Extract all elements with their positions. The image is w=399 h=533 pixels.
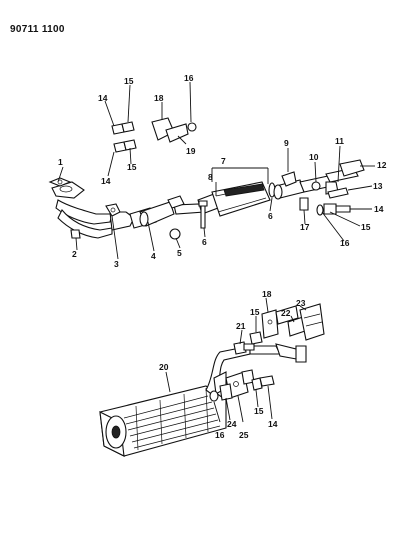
- callout-25: 25: [239, 430, 249, 440]
- bracket-24: [219, 383, 233, 401]
- callout-22: 22: [281, 308, 291, 318]
- bolt-13: [327, 187, 349, 199]
- catalytic-converter-7: [197, 181, 271, 217]
- grommet-15-rear-upper: [249, 331, 263, 345]
- callout-21: 21: [236, 321, 246, 331]
- callout-6-left: 6: [202, 237, 207, 247]
- bolt-21: [233, 341, 255, 355]
- bracket-3: [105, 203, 121, 217]
- callout-15-right: 15: [361, 222, 371, 232]
- callout-11: 11: [335, 136, 344, 146]
- washer-16-rear: [209, 390, 219, 402]
- callout-13: 13: [373, 181, 383, 191]
- bracket-12: [339, 159, 365, 177]
- callout-1: 1: [58, 157, 63, 167]
- callout-15-lower: 15: [127, 162, 137, 172]
- callout-5: 5: [177, 248, 182, 258]
- callout-16-upper: 16: [184, 73, 194, 83]
- front-exhaust-pipe: [51, 181, 157, 239]
- callout-17: 17: [300, 222, 310, 232]
- callout-4: 4: [151, 251, 156, 261]
- washer-16-right: [316, 204, 324, 216]
- grommet-15-right: [323, 203, 337, 215]
- upper-assembly: [48, 117, 365, 240]
- callout-19: 19: [186, 146, 196, 156]
- grommet-15-rear-lower: [251, 377, 263, 391]
- washer-16-upper: [187, 122, 197, 132]
- leader-lines-lower: [165, 297, 307, 423]
- tail-pipe: [205, 343, 307, 397]
- grommet-15-lower: [123, 139, 137, 151]
- callout-9: 9: [284, 138, 289, 148]
- callout-15-upper: 15: [124, 76, 134, 86]
- callout-2: 2: [72, 249, 77, 259]
- callout-15-rear-upper: 15: [250, 307, 260, 317]
- callout-8: 8: [208, 172, 213, 182]
- callout-24: 24: [227, 419, 237, 429]
- callout-14-rear: 14: [268, 419, 278, 429]
- gasket-1: [48, 177, 72, 187]
- hanger-9: [281, 171, 297, 187]
- callout-7: 7: [221, 156, 226, 166]
- callout-14-right: 14: [374, 204, 384, 214]
- callout-15-rear-lower: 15: [254, 406, 264, 416]
- grommet-5: [169, 228, 181, 240]
- bolt-17: [299, 197, 309, 211]
- lower-assembly: [99, 303, 325, 457]
- callout-23: 23: [296, 298, 306, 308]
- rear-hanger-18: [261, 305, 299, 339]
- center-pipe-4: [139, 201, 205, 227]
- muffler-20: [99, 385, 227, 457]
- callout-18-rear: 18: [262, 289, 272, 299]
- callout-3: 3: [114, 259, 119, 269]
- callout-14-lower: 14: [101, 176, 111, 186]
- bolt-8: [198, 200, 208, 229]
- bolt-14-right: [335, 205, 351, 213]
- bracket-23: [299, 303, 325, 341]
- callout-12: 12: [377, 160, 387, 170]
- callout-16-right: 16: [340, 238, 350, 248]
- callout-10: 10: [309, 152, 319, 162]
- callout-20: 20: [159, 362, 169, 372]
- bracket-19: [165, 123, 189, 143]
- callout-14-upper: 14: [98, 93, 108, 103]
- diagram-code: 90711 1100: [10, 24, 65, 35]
- leader-lines-upper: [57, 81, 375, 260]
- nut-2: [70, 229, 81, 239]
- callout-16-rear: 16: [215, 430, 225, 440]
- gasket-10: [311, 181, 321, 191]
- callout-6-right: 6: [268, 211, 273, 221]
- callout-numbers: 1 2 3 4 5 6 6 7 8 9 10 11 12 13 14 15 16…: [58, 73, 387, 440]
- bolt-14-rear: [259, 375, 275, 387]
- grommet-15-upper: [121, 121, 135, 133]
- hanger-bracket: [167, 195, 185, 209]
- callout-18-upper: 18: [154, 93, 164, 103]
